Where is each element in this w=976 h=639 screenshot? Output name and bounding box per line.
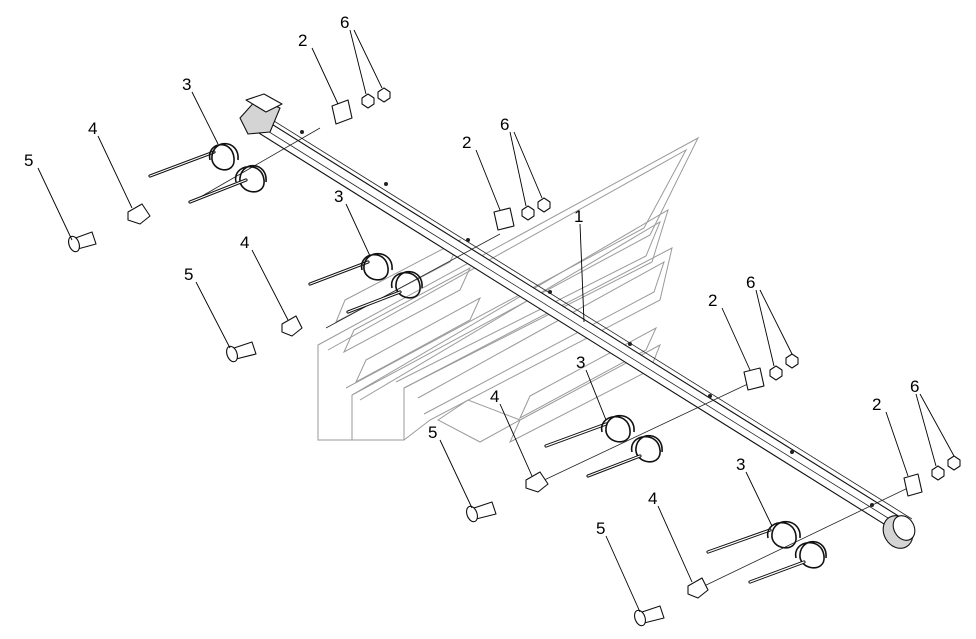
clamp-plate-2b bbox=[493, 207, 515, 231]
callout-2: 2 bbox=[872, 395, 881, 414]
spring-3b1 bbox=[360, 252, 393, 281]
spring-3c1 bbox=[601, 414, 635, 443]
nut-6a2 bbox=[377, 87, 391, 103]
callout-3: 3 bbox=[736, 455, 745, 474]
bracket-4a bbox=[127, 203, 151, 225]
callout-6: 6 bbox=[746, 273, 755, 292]
leader-lines bbox=[37, 29, 955, 613]
bracket-4b bbox=[281, 315, 303, 337]
nut-6d2 bbox=[947, 455, 961, 471]
callout-6: 6 bbox=[340, 13, 349, 32]
nut-6c2 bbox=[785, 353, 799, 369]
callout-2: 2 bbox=[298, 31, 307, 50]
callout-2: 2 bbox=[708, 291, 717, 310]
callout-4: 4 bbox=[88, 119, 97, 138]
spring-3d2 bbox=[795, 540, 827, 569]
callout-5: 5 bbox=[184, 265, 193, 284]
axis-line-d bbox=[699, 485, 913, 589]
callout-5: 5 bbox=[596, 519, 605, 538]
nut-6c1 bbox=[769, 365, 783, 381]
callout-5: 5 bbox=[24, 151, 33, 170]
assembly-a bbox=[68, 87, 391, 253]
spring-3b2 bbox=[391, 270, 423, 299]
clamp-plate-2c bbox=[743, 367, 765, 391]
callout-2: 2 bbox=[462, 133, 471, 152]
spring-3d1 bbox=[767, 520, 801, 549]
callout-6: 6 bbox=[910, 377, 919, 396]
axis-line-c bbox=[539, 381, 753, 483]
assembly-b bbox=[226, 197, 551, 363]
nut-6b1 bbox=[521, 205, 535, 221]
bracket-4c bbox=[525, 471, 549, 493]
callout-4: 4 bbox=[240, 233, 249, 252]
callout-4: 4 bbox=[648, 489, 657, 508]
callout-3: 3 bbox=[576, 353, 585, 372]
callout-1: 1 bbox=[574, 207, 583, 226]
callout-6: 6 bbox=[500, 115, 509, 134]
main-shaft bbox=[239, 93, 916, 549]
spring-3a1 bbox=[208, 142, 239, 171]
spring-3c2 bbox=[631, 434, 663, 463]
callouts: 1 2 2 2 2 3 3 3 3 4 4 4 4 5 5 5 5 6 6 6 … bbox=[24, 13, 919, 538]
axis-line-b bbox=[325, 233, 501, 329]
nut-6a1 bbox=[361, 93, 375, 109]
callout-4: 4 bbox=[490, 387, 499, 406]
callout-3: 3 bbox=[334, 187, 343, 206]
spring-3a2 bbox=[235, 164, 267, 193]
clamp-plate-2d bbox=[903, 473, 923, 497]
callout-5: 5 bbox=[428, 423, 437, 442]
nut-6d1 bbox=[931, 465, 945, 481]
nut-6b2 bbox=[537, 197, 551, 213]
bracket-4d bbox=[687, 577, 709, 599]
callout-3: 3 bbox=[182, 75, 191, 94]
assembly-d bbox=[634, 455, 961, 627]
clamp-plate-2a bbox=[331, 99, 353, 125]
